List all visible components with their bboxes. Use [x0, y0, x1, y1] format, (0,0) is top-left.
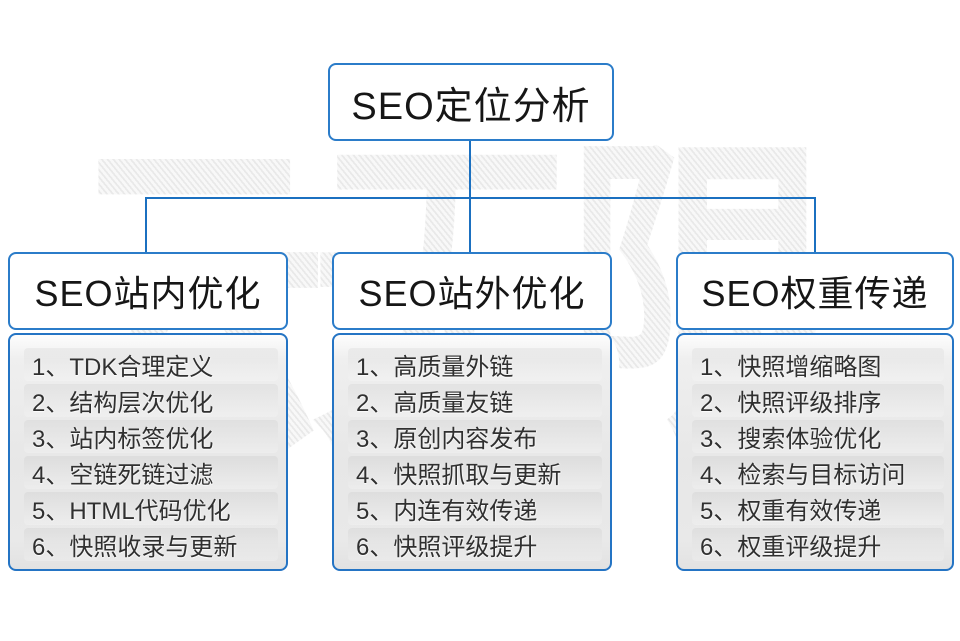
connector-middle-down: [469, 198, 471, 253]
connector-right-down: [814, 198, 816, 253]
column-onsite-header: SEO站内优化: [8, 252, 288, 330]
list-item: 3、原创内容发布: [348, 420, 602, 453]
column-onsite-title: SEO站内优化: [34, 273, 262, 314]
column-offsite: SEO站外优化 1、高质量外链 2、高质量友链 3、原创内容发布 4、快照抓取与…: [332, 252, 612, 571]
column-onsite: SEO站内优化 1、TDK合理定义 2、结构层次优化 3、站内标签优化 4、空链…: [8, 252, 288, 571]
list-item: 2、结构层次优化: [24, 384, 278, 417]
column-offsite-header: SEO站外优化: [332, 252, 612, 330]
list-item: 4、快照抓取与更新: [348, 456, 602, 489]
column-weight-header: SEO权重传递: [676, 252, 954, 330]
column-offsite-title: SEO站外优化: [358, 273, 586, 314]
list-item: 4、空链死链过滤: [24, 456, 278, 489]
list-item: 4、检索与目标访问: [692, 456, 944, 489]
connector-left-down: [145, 198, 147, 253]
connector-horizontal: [145, 197, 816, 199]
root-node-title: SEO定位分析: [351, 85, 591, 128]
list-item: 1、TDK合理定义: [24, 348, 278, 381]
column-weight-title: SEO权重传递: [701, 273, 929, 314]
column-weight: SEO权重传递 1、快照增缩略图 2、快照评级排序 3、搜索体验优化 4、检索与…: [676, 252, 954, 571]
list-item: 5、内连有效传递: [348, 492, 602, 525]
list-item: 2、高质量友链: [348, 384, 602, 417]
list-item: 2、快照评级排序: [692, 384, 944, 417]
column-offsite-list: 1、高质量外链 2、高质量友链 3、原创内容发布 4、快照抓取与更新 5、内连有…: [332, 333, 612, 571]
list-item: 3、搜索体验优化: [692, 420, 944, 453]
list-item: 5、HTML代码优化: [24, 492, 278, 525]
list-item: 5、权重有效传递: [692, 492, 944, 525]
column-weight-list: 1、快照增缩略图 2、快照评级排序 3、搜索体验优化 4、检索与目标访问 5、权…: [676, 333, 954, 571]
root-node: SEO定位分析: [328, 63, 614, 141]
list-item: 3、站内标签优化: [24, 420, 278, 453]
list-item: 1、高质量外链: [348, 348, 602, 381]
connector-root-down: [469, 137, 471, 198]
list-item: 6、权重评级提升: [692, 528, 944, 561]
list-item: 6、快照收录与更新: [24, 528, 278, 561]
column-onsite-list: 1、TDK合理定义 2、结构层次优化 3、站内标签优化 4、空链死链过滤 5、H…: [8, 333, 288, 571]
list-item: 6、快照评级提升: [348, 528, 602, 561]
list-item: 1、快照增缩略图: [692, 348, 944, 381]
